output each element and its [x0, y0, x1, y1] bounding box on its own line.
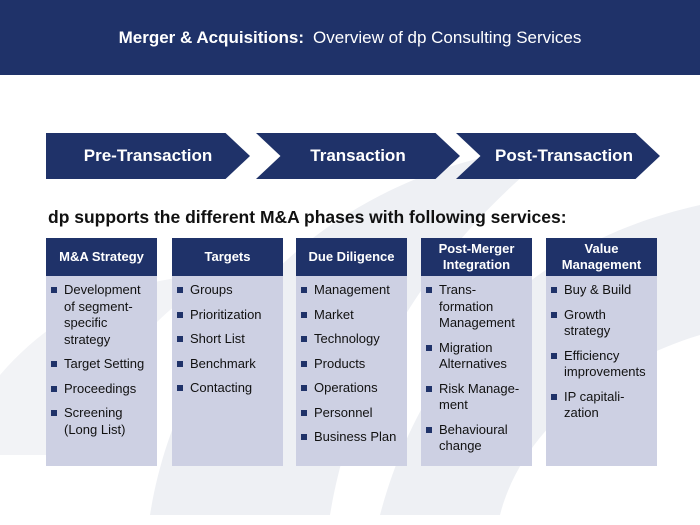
service-list: Trans-formation Management Migration Alt…: [421, 276, 532, 455]
list-item: Buy & Build: [550, 282, 653, 299]
list-item: Efficiency improvements: [550, 348, 653, 381]
phase-bar: Pre-Transaction Transaction Post-Transac…: [46, 133, 660, 179]
list-item: Personnel: [300, 405, 403, 422]
list-item: Operations: [300, 380, 403, 397]
column-due-diligence: Due Diligence Management Market Technolo…: [296, 238, 407, 466]
list-item: Risk Manage-ment: [425, 381, 528, 414]
phase-post-transaction: Post-Transaction: [456, 133, 660, 179]
list-item: Development of segment-specific strategy: [50, 282, 153, 348]
list-item: Proceedings: [50, 381, 153, 398]
column-targets: Targets Groups Prioritization Short List…: [172, 238, 283, 466]
list-item: Management: [300, 282, 403, 299]
phase-label: Pre-Transaction: [83, 146, 213, 165]
list-item: Target Setting: [50, 356, 153, 373]
phase-transaction: Transaction: [256, 133, 460, 179]
phase-label: Post-Transaction: [495, 146, 633, 165]
column-title: Due Diligence: [296, 238, 407, 276]
header-title-rest: Overview of dp Consulting Services: [313, 27, 582, 47]
services-subtitle: dp supports the different M&A phases wit…: [48, 207, 567, 227]
phase-label: Transaction: [310, 146, 406, 165]
phase-pre-transaction: Pre-Transaction: [46, 133, 250, 179]
list-item: Contacting: [176, 380, 279, 397]
service-list: Groups Prioritization Short List Benchma…: [172, 276, 283, 397]
column-title: M&A Strategy: [46, 238, 157, 276]
column-title: Value Management: [546, 238, 657, 276]
list-item: Growth strategy: [550, 307, 653, 340]
list-item: Trans-formation Management: [425, 282, 528, 332]
list-item: Behavioural change: [425, 422, 528, 455]
header-title-bold: Merger & Acquisitions:: [118, 27, 305, 47]
column-title: Post-Merger Integration: [421, 238, 532, 276]
list-item: Benchmark: [176, 356, 279, 373]
service-list: Development of segment-specific strategy…: [46, 276, 157, 438]
list-item: Products: [300, 356, 403, 373]
list-item: Migration Alternatives: [425, 340, 528, 373]
service-list: Buy & Build Growth strategy Efficiency i…: [546, 276, 657, 422]
list-item: IP capitali-zation: [550, 389, 653, 422]
service-list: Management Market Technology Products Op…: [296, 276, 407, 446]
list-item: Business Plan: [300, 429, 403, 446]
column-title: Targets: [172, 238, 283, 276]
list-item: Screening (Long List): [50, 405, 153, 438]
list-item: Short List: [176, 331, 279, 348]
slide-header: Merger & Acquisitions: Overview of dp Co…: [0, 0, 700, 75]
list-item: Technology: [300, 331, 403, 348]
list-item: Groups: [176, 282, 279, 299]
column-post-merger-integration: Post-Merger Integration Trans-formation …: [421, 238, 532, 466]
column-ma-strategy: M&A Strategy Development of segment-spec…: [46, 238, 157, 466]
list-item: Prioritization: [176, 307, 279, 324]
list-item: Market: [300, 307, 403, 324]
column-value-management: Value Management Buy & Build Growth stra…: [546, 238, 657, 466]
